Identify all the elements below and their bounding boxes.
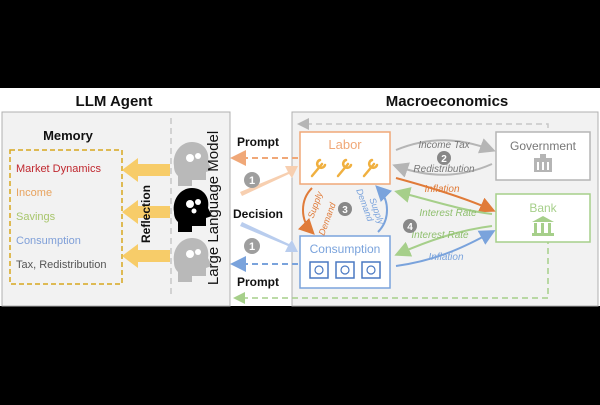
step-4-badge: [403, 219, 417, 233]
labor-node: [299, 131, 391, 185]
head-icon-bottom: [173, 238, 212, 282]
step-1-top-text: 1: [249, 175, 255, 187]
labor-label: Labor: [328, 137, 362, 152]
supply-demand-left-arrow: [297, 187, 315, 235]
llm-label: Large Language Model: [205, 131, 222, 285]
bank-feedback-line: [233, 238, 549, 304]
memory-item-tax-redistribution: Tax, Redistribution: [16, 259, 107, 271]
income-tax-label: Income Tax: [418, 140, 470, 151]
memory-box: [9, 149, 123, 285]
head-icon-top: [173, 142, 212, 186]
step-3-text: 3: [342, 205, 348, 216]
step-2-badge: [437, 151, 451, 165]
supply-demand-right-arrow: [375, 185, 393, 233]
memory-item-consumption: Consumption: [16, 235, 81, 247]
government-building-icon: [534, 154, 552, 172]
wrench-icons: [310, 158, 379, 178]
interest-rate-top-arrow: [394, 187, 493, 215]
inflation-top-arrow: [395, 177, 496, 213]
decision-arrow-up: [240, 166, 298, 196]
step-1-bottom-badge: [244, 238, 260, 254]
agent-section-title: LLM Agent: [76, 93, 153, 110]
decision-arrow-down: [240, 222, 298, 252]
reflection-arrow-middle: [122, 200, 170, 224]
reflection-label: Reflection: [139, 185, 153, 243]
step-4-text: 4: [407, 222, 413, 233]
interest-rate-bottom-arrow: [394, 225, 493, 257]
prompt-bottom-label: Prompt: [237, 275, 279, 289]
redistribution-arrow: [392, 162, 493, 178]
redistribution-label: Redistribution: [413, 164, 475, 175]
inflation-bottom-arrow: [395, 230, 496, 267]
reflection-arrow-top: [122, 158, 170, 182]
step-3-badge: [338, 202, 352, 216]
memory-title: Memory: [43, 128, 94, 143]
head-icon-middle: [173, 188, 212, 232]
interest-rate-top-label: Interest Rate: [419, 208, 477, 219]
inflation-top-label: Inflation: [424, 184, 459, 195]
step-2-text: 2: [441, 154, 447, 165]
memory-item-market-dynamics: Market Dynamics: [16, 163, 101, 175]
memory-item-income: Income: [16, 187, 52, 199]
step-1-top-badge: [244, 172, 260, 188]
interest-rate-bottom-label: Interest Rate: [411, 230, 469, 241]
macro-section-title: Macroeconomics: [386, 93, 509, 110]
income-tax-arrow: [395, 138, 496, 154]
step-1-bottom-text: 1: [249, 241, 255, 253]
reflection-arrow-bottom: [122, 244, 170, 268]
memory-item-savings: Savings: [16, 211, 56, 223]
government-label: Government: [510, 139, 577, 153]
bank-label: Bank: [529, 201, 557, 215]
reflection-arrows: [122, 158, 170, 268]
money-icons: [309, 261, 381, 279]
prompt-top-label: Prompt: [237, 135, 279, 149]
decision-label: Decision: [233, 207, 283, 221]
inflation-bottom-label: Inflation: [428, 252, 463, 263]
bank-building-icon: [532, 216, 554, 236]
consumption-label: Consumption: [310, 242, 381, 256]
